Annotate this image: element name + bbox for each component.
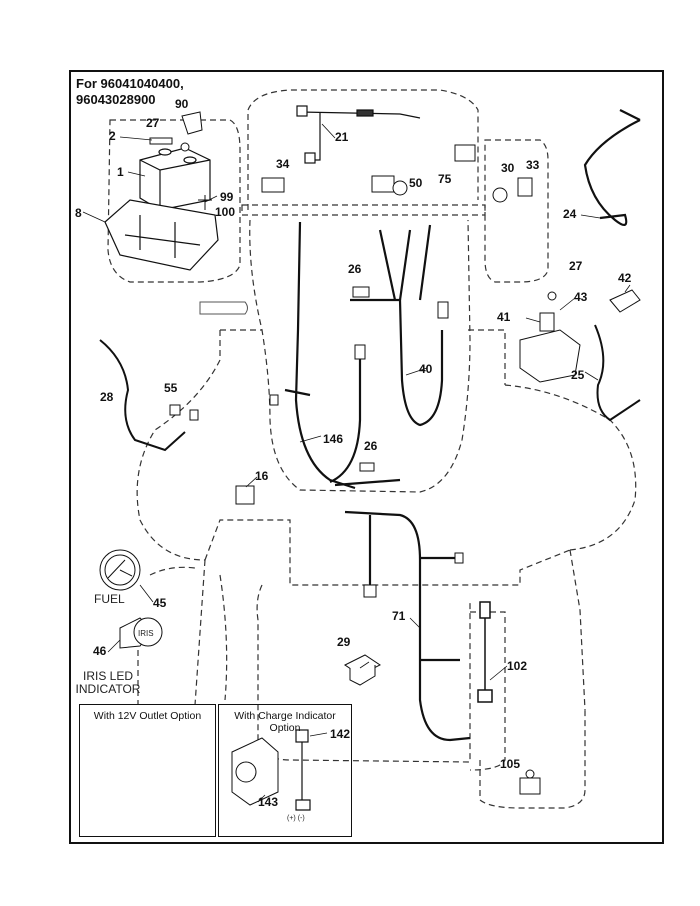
callout-46: 46 <box>93 644 107 658</box>
callout-8: 8 <box>75 206 82 220</box>
outlet-option-title: With 12V Outlet Option <box>93 710 202 722</box>
iris-indicator-label: IRIS LED INDICATOR <box>75 669 141 696</box>
callout-26-top: 26 <box>348 262 362 276</box>
callout-26-bottom: 26 <box>364 439 378 453</box>
steering-bracket <box>199 301 248 315</box>
harness-connectors-icon <box>269 286 449 472</box>
callout-41: 41 <box>497 310 511 324</box>
battery-hardware-icon <box>149 111 212 210</box>
harness-71-connectors-icon <box>363 552 464 598</box>
switch-34-icon <box>261 177 285 193</box>
cable-28-icon <box>99 339 186 452</box>
switch-50-icon <box>371 175 408 196</box>
fuel-label: FUEL <box>94 592 125 606</box>
callout-50: 50 <box>409 176 423 190</box>
outlet-option-box: With 12V Outlet Option <box>79 704 216 837</box>
callout-102: 102 <box>507 659 528 673</box>
iris-badge-text: IRIS <box>138 629 154 638</box>
solenoid-105-icon <box>519 769 541 795</box>
switch-75-icon <box>454 144 476 162</box>
callout-40: 40 <box>419 362 433 376</box>
harness-102-icon <box>477 601 493 703</box>
callout-42: 42 <box>618 271 632 285</box>
callout-75: 75 <box>438 172 452 186</box>
callout-43: 43 <box>574 290 588 304</box>
callout-45: 45 <box>153 596 167 610</box>
callout-55: 55 <box>164 381 178 395</box>
starter-solenoid-43-icon <box>519 291 581 383</box>
fuse-holder-55-icon <box>169 404 199 421</box>
cable-24-icon <box>583 109 641 227</box>
harness-21-icon <box>296 105 421 164</box>
charge-option-title: With Charge Indicator Option <box>234 710 336 734</box>
diagram-frame <box>69 70 664 844</box>
callout-2: 2 <box>109 129 116 143</box>
charge-harness-142-icon <box>295 729 311 811</box>
callout-27-right: 27 <box>569 259 583 273</box>
callout-90: 90 <box>175 97 189 111</box>
callout-142: 142 <box>330 727 351 741</box>
callout-28: 28 <box>100 390 114 404</box>
boot-42-icon <box>609 289 641 313</box>
callout-16: 16 <box>255 469 269 483</box>
ignition-switch-icon <box>492 177 533 203</box>
callout-1: 1 <box>117 165 124 179</box>
callout-24: 24 <box>563 207 577 221</box>
seat-switch-29-icon <box>344 654 381 686</box>
callout-21: 21 <box>335 130 349 144</box>
charge-indicator-143-icon <box>231 737 279 806</box>
relay-16-icon <box>235 485 255 505</box>
callout-146: 146 <box>323 432 344 446</box>
harness-71-icon <box>344 510 471 742</box>
callout-29: 29 <box>337 635 351 649</box>
callout-99: 99 <box>220 190 234 204</box>
fuel-gauge-icon <box>99 549 141 591</box>
callout-30: 30 <box>501 161 515 175</box>
callout-25: 25 <box>571 368 585 382</box>
callout-105: 105 <box>500 757 521 771</box>
callout-100: 100 <box>215 205 236 219</box>
callout-71: 71 <box>392 609 406 623</box>
polarity-label: (+) (-) <box>287 815 305 822</box>
callout-33: 33 <box>526 158 540 172</box>
iris-indicator-icon <box>119 617 163 649</box>
main-harness-146-icon <box>284 221 444 490</box>
mower-outline <box>107 89 637 809</box>
charge-option-box: With Charge Indicator Option <box>218 704 352 837</box>
callout-143: 143 <box>258 795 279 809</box>
battery-tray-icon <box>104 199 219 271</box>
cable-25-icon <box>594 324 641 422</box>
leader-lines <box>82 123 631 805</box>
model-numbers: For 96041040400, 96043028900 <box>76 76 184 107</box>
callout-34: 34 <box>276 157 290 171</box>
callout-27-top: 27 <box>146 116 160 130</box>
